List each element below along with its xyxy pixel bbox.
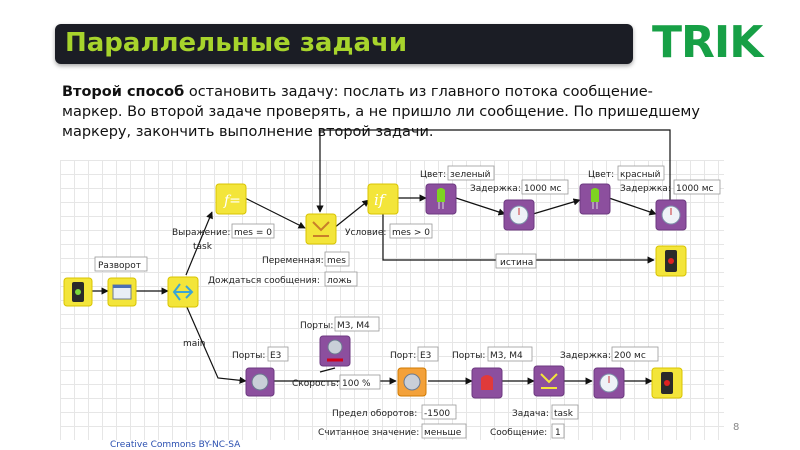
expr-key: Выражение: [172, 228, 230, 238]
timer-block-1[interactable] [503, 199, 535, 231]
wait-val: ложь [327, 276, 352, 286]
color1-val: зеленый [450, 170, 491, 180]
window-block[interactable] [107, 277, 137, 307]
ports-m-val: M3, M4 [490, 351, 523, 361]
ports-top-val: M3, M4 [337, 321, 370, 331]
msg-key: Сообщение: [490, 428, 547, 438]
color2-val: красный [620, 170, 661, 180]
start-block[interactable] [63, 277, 93, 307]
delay3-key: Задержка: [560, 351, 611, 361]
delay2-val: 1000 мс [676, 184, 714, 194]
main-branch-label: main [183, 339, 206, 349]
led-red-block[interactable] [579, 183, 611, 215]
encoder-reset-block[interactable] [245, 367, 275, 397]
receive-message-block[interactable] [305, 213, 337, 245]
license-link[interactable]: Creative Commons BY-NC-SA [110, 440, 241, 450]
page-number: 8 [733, 422, 740, 433]
color2-key: Цвет: [588, 170, 614, 180]
f-eq-icon: f= [223, 193, 241, 209]
fork-block[interactable] [167, 276, 199, 308]
motors-block[interactable] [319, 335, 351, 367]
trik-logo: TRIK [652, 17, 763, 68]
delay3-val: 200 мс [614, 351, 646, 361]
ports-e3-val: E3 [270, 351, 281, 361]
encoder-wait-block[interactable] [397, 367, 427, 397]
speed-key: Скорость: [292, 379, 339, 389]
task-val: task [554, 409, 574, 419]
timer-block-3[interactable] [593, 367, 625, 399]
slide-title: Параллельные задачи [65, 28, 408, 58]
motors-stop-block[interactable] [471, 367, 503, 399]
intro-text: Второй способ остановить задачу: послать… [62, 82, 702, 142]
port-key: Порт: [390, 351, 416, 361]
connectors [90, 129, 671, 385]
speed-val: 100 % [342, 379, 371, 389]
delay2-key: Задержка: [620, 184, 671, 194]
wait-key: Дождаться сообщения: [208, 276, 320, 286]
delay1-val: 1000 мс [524, 184, 562, 194]
led-green-block[interactable] [425, 183, 457, 215]
if-icon: if [374, 191, 387, 209]
razvorot-label: Разворот [98, 261, 141, 271]
task-branch-label: task [193, 242, 213, 252]
color1-key: Цвет: [420, 170, 446, 180]
intro-rest: остановить задачу: послать из главного п… [62, 84, 700, 140]
var-val: mes [327, 256, 346, 266]
msg-val: 1 [555, 428, 561, 438]
var-key: Переменная: [262, 256, 324, 266]
cond-val: mes > 0 [392, 228, 430, 238]
ports-m-key: Порты: [452, 351, 485, 361]
function-block[interactable]: f= [215, 183, 247, 215]
value-boxes [94, 165, 721, 439]
istina-label: истина [500, 258, 533, 268]
cond-key: Условие: [345, 228, 386, 238]
ports-e3-key: Порты: [232, 351, 265, 361]
delay1-key: Задержка: [470, 184, 521, 194]
end-block-top[interactable] [655, 245, 687, 277]
send-message-block[interactable] [533, 365, 565, 397]
ports-top-key: Порты: [300, 321, 333, 331]
read-val: меньше [424, 428, 462, 438]
read-key: Считанное значение: [318, 428, 419, 438]
timer-block-2[interactable] [655, 199, 687, 231]
end-block-bottom[interactable] [651, 367, 683, 399]
limit-key: Предел оборотов: [332, 409, 417, 419]
title-bar: Параллельные задачи [55, 24, 633, 64]
port-val: E3 [420, 351, 431, 361]
limit-val: -1500 [424, 409, 450, 419]
task-key: Задача: [512, 409, 549, 419]
expr-val: mes = 0 [234, 228, 272, 238]
intro-bold: Второй способ [62, 84, 185, 100]
if-block[interactable]: if [367, 183, 399, 215]
